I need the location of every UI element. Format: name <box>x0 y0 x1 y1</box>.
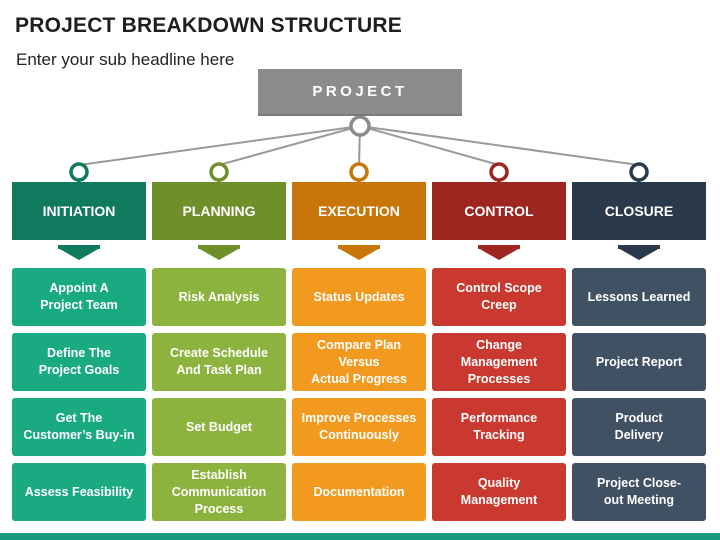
page-subtitle: Enter your sub headline here <box>16 50 235 69</box>
down-arrow-icon <box>58 248 100 260</box>
column-header-planning: PLANNING <box>152 182 286 240</box>
down-arrow-icon <box>618 248 660 260</box>
task-box: Define The Project Goals <box>12 333 146 391</box>
task-box: Product Delivery <box>572 398 706 456</box>
task-box: Quality Management <box>432 463 566 521</box>
task-box: Project Report <box>572 333 706 391</box>
task-box: Project Close- out Meeting <box>572 463 706 521</box>
bottom-accent-bar <box>0 533 720 540</box>
connector-line-3 <box>359 125 500 166</box>
down-arrow-bar-4 <box>618 245 660 249</box>
down-arrow-icon <box>198 248 240 260</box>
down-arrow-icon <box>478 248 520 260</box>
column-node-circle-2 <box>349 162 369 182</box>
column-header-initiation: INITIATION <box>12 182 146 240</box>
task-box: Control Scope Creep <box>432 268 566 326</box>
down-arrow-bar-1 <box>198 245 240 249</box>
down-arrow-icon <box>338 248 380 260</box>
column-header-closure: CLOSURE <box>572 182 706 240</box>
column-node-circle-1 <box>209 162 229 182</box>
task-box: Compare Plan Versus Actual Progress <box>292 333 426 391</box>
task-box: Improve Processes Continuously <box>292 398 426 456</box>
task-box: Appoint A Project Team <box>12 268 146 326</box>
task-box: Create Schedule And Task Plan <box>152 333 286 391</box>
hub-node-circle <box>349 115 371 137</box>
connector-line-4 <box>359 125 640 166</box>
task-box: Risk Analysis <box>152 268 286 326</box>
task-box: Set Budget <box>152 398 286 456</box>
project-root-node: PROJECT <box>258 69 462 116</box>
task-box: Documentation <box>292 463 426 521</box>
down-arrow-bar-2 <box>338 245 380 249</box>
task-box: Status Updates <box>292 268 426 326</box>
column-node-circle-0 <box>69 162 89 182</box>
task-box: Lessons Learned <box>572 268 706 326</box>
down-arrow-bar-3 <box>478 245 520 249</box>
task-box: Get The Customer’s Buy-in <box>12 398 146 456</box>
task-box: Assess Feasibility <box>12 463 146 521</box>
connector-line-0 <box>78 125 361 166</box>
connector-line-1 <box>218 125 361 166</box>
column-node-circle-3 <box>489 162 509 182</box>
task-box: Change Management Processes <box>432 333 566 391</box>
column-header-execution: EXECUTION <box>292 182 426 240</box>
down-arrow-bar-0 <box>58 245 100 249</box>
column-node-circle-4 <box>629 162 649 182</box>
task-box: Performance Tracking <box>432 398 566 456</box>
column-header-control: CONTROL <box>432 182 566 240</box>
task-box: Establish Communication Process <box>152 463 286 521</box>
page-title: PROJECT BREAKDOWN STRUCTURE <box>15 14 402 37</box>
